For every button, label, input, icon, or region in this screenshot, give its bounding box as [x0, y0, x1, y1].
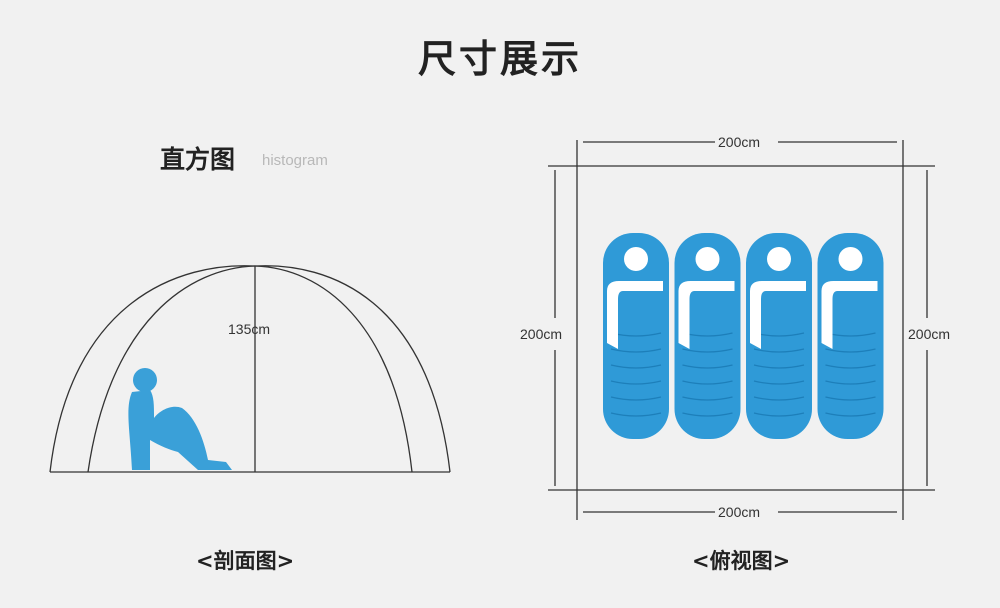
sleeping-bags	[603, 233, 884, 439]
depth-left-label: 200cm	[520, 326, 562, 342]
sleeping-bag	[746, 233, 812, 439]
sleeping-bag	[674, 233, 741, 439]
section-title-en: histogram	[262, 152, 328, 169]
sleeping-bag	[603, 233, 669, 439]
section-title: 直方图	[160, 145, 236, 174]
tent-inner-arc-left	[87, 265, 256, 473]
depth-right-label: 200cm	[908, 326, 950, 342]
top-view-frame	[548, 140, 935, 520]
height-label: 135cm	[228, 321, 270, 337]
tent-inner-arc-right	[254, 265, 413, 473]
cross-section-caption: <剖面图>	[196, 549, 295, 573]
tent-outer-arc	[49, 265, 451, 473]
width-bottom-label: 200cm	[718, 504, 760, 520]
width-top-label: 200cm	[718, 134, 760, 150]
tent-cross-section	[49, 265, 451, 473]
person-silhouette	[128, 368, 232, 470]
sleeping-bag	[817, 233, 884, 439]
top-view-caption: <俯视图>	[692, 549, 791, 573]
page-title: 尺寸展示	[417, 37, 582, 81]
